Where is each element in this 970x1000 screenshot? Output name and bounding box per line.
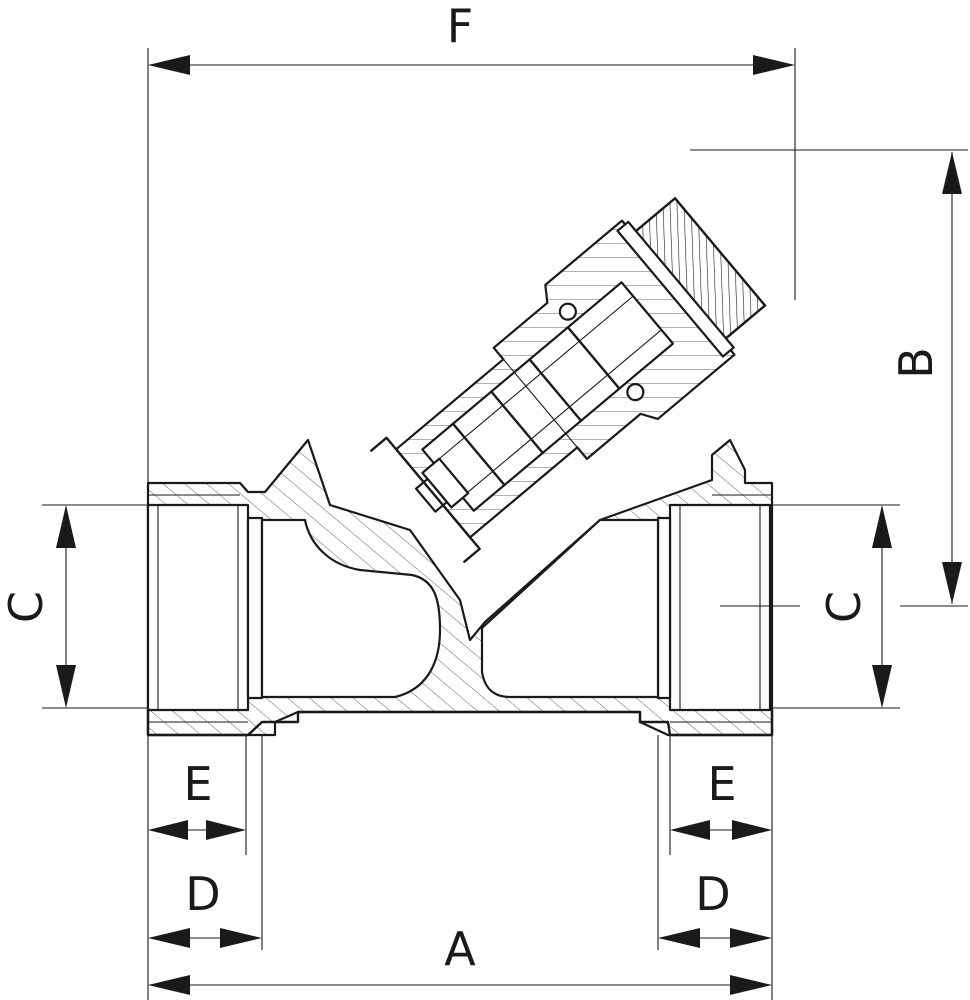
dimension-A: A (148, 922, 772, 995)
o-ring-lower (626, 383, 645, 402)
label-A: A (444, 922, 476, 976)
right-port-bore (668, 503, 772, 712)
label-E-right: E (707, 757, 736, 811)
strainer-cap-assembly (369, 196, 767, 563)
label-F: F (447, 0, 473, 53)
dimension-F: F (148, 0, 795, 75)
dimension-C-right: C (817, 505, 892, 708)
dimension-E-left: E (148, 757, 246, 840)
label-D-right: D (695, 867, 730, 921)
label-E-left: E (183, 757, 212, 811)
dimension-D-right: D (658, 867, 772, 948)
label-C-right: C (817, 591, 871, 623)
dimension-C-left: C (0, 505, 76, 708)
label-B: B (889, 347, 943, 379)
dimension-B: B (889, 152, 962, 604)
label-D-left: D (185, 867, 220, 921)
right-port-shoulder (656, 516, 672, 700)
dimension-D-left: D (148, 867, 262, 948)
extension-lines (42, 48, 968, 1000)
o-ring-upper (558, 302, 577, 321)
label-C-left: C (0, 591, 53, 623)
valve-body (146, 438, 774, 737)
dimension-E-right: E (670, 757, 772, 840)
left-port-shoulder (246, 516, 264, 700)
left-port-bore (146, 503, 250, 712)
left-cavity (260, 518, 442, 699)
right-cavity (480, 518, 660, 699)
